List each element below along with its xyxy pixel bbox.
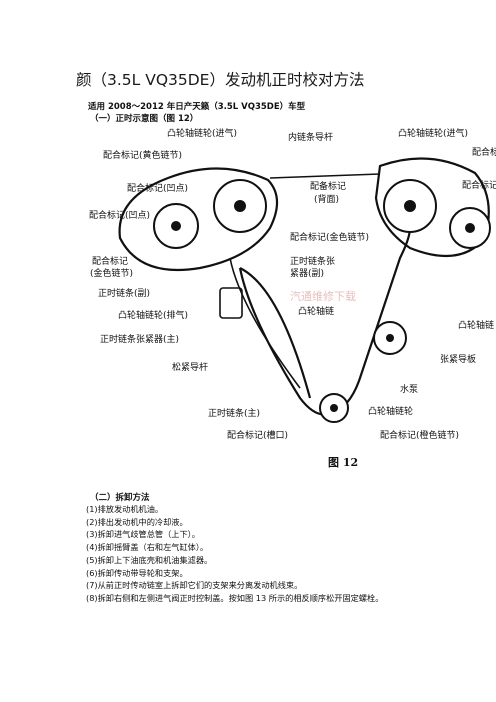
timing-diagram: 汽通维修下载 凸轮轴链轮(进气) 内链条导杆 凸轮轴链轮(进气) 配合标记(黄色… xyxy=(89,127,496,469)
label-tensioner-sub2: 紧器(副) xyxy=(290,268,324,279)
label-cam-sprocket-exhaust: 凸轮轴链轮(排气) xyxy=(118,309,188,321)
step-item: (4)拆卸摇臂盖（右和左气缸体）。 xyxy=(86,542,209,553)
label-cam-sprocket-bottom: 凸轮轴链轮 xyxy=(368,405,413,417)
main-chain xyxy=(238,227,412,416)
section-heading-diagram: （一）正时示意图（图 12） xyxy=(90,114,199,124)
label-cam-shaft-right: 凸轮轴链 xyxy=(458,319,494,331)
label-inner-chain-guide: 内链条导杆 xyxy=(288,131,333,143)
label-crank-sprocket: 凸轮轴链 xyxy=(298,305,334,317)
inner-chain-guide xyxy=(269,173,381,179)
label-mark-spare-back: (背面) xyxy=(314,193,339,205)
step-item: (2)排出发动机中的冷却液。 xyxy=(86,516,188,527)
label-cam-sprocket-intake-right: 凸轮轴链轮(进气) xyxy=(398,127,468,139)
upper-chain-left xyxy=(118,167,279,272)
label-mark-gold-center: 配合标记(金色链节) xyxy=(290,231,369,243)
label-chain-main: 正时链条(主) xyxy=(208,407,260,419)
label-mark-right-top: 配合标 xyxy=(472,146,496,158)
label-water-pump: 水泵 xyxy=(400,383,418,395)
label-mark-orange: 配合标记(橙色链节) xyxy=(380,429,459,441)
label-mark-groove: 配合标记(槽口) xyxy=(227,429,288,441)
step-item: (8)拆卸右侧和左侧进气阀正时控制盖。按如图 13 所示的相反顺序松开固定螺栓。 xyxy=(86,592,384,603)
step-item: (5)拆卸上下油底壳和机油集滤器。 xyxy=(86,554,213,565)
label-slack-guide: 松紧导杆 xyxy=(172,361,208,373)
applicability-note: 适用 2008～2012 年日产天籁（3.5L VQ35DE）车型 xyxy=(88,102,306,112)
label-mark-gold-left1: 配合标记 xyxy=(92,255,128,267)
removal-steps: (1)排放发动机机油。 (2)排出发动机中的冷却液。 (3)拆卸进气歧管总管（上… xyxy=(86,503,383,605)
section-heading-removal: （二）拆卸方法 xyxy=(90,493,150,503)
label-tension-guide: 张紧导板 xyxy=(440,353,476,365)
tension-guide xyxy=(229,257,301,389)
label-mark-gold-left2: (金色链节) xyxy=(90,267,133,279)
label-tensioner-sub1: 正时链条张 xyxy=(290,255,335,267)
label-tensioner-main: 正时链条张紧器(主) xyxy=(100,333,179,345)
label-cam-sprocket-intake-left: 凸轮轴链轮(进气) xyxy=(167,127,237,139)
step-item: (7)从前正时传动链室上拆卸它们的支架来分离发动机线束。 xyxy=(86,580,303,591)
tensioner-main xyxy=(219,287,243,319)
label-mark-notch2: 配合标记(凹点) xyxy=(89,209,150,221)
step-item: (3)拆卸进气歧管总管（上下）。 xyxy=(86,529,200,540)
watermark: 汽通维修下载 xyxy=(290,289,356,303)
label-mark-notch1: 配合标记(凹点) xyxy=(127,182,188,194)
page-title: 颜（3.5L VQ35DE）发动机正时校对方法 xyxy=(76,71,365,89)
label-chain-sub: 正时链条(副) xyxy=(98,287,150,299)
label-mark-spare: 配备标记 xyxy=(310,180,346,192)
figure-caption: 图 12 xyxy=(328,456,358,469)
label-mark-right-mid: 配合标记 xyxy=(462,179,496,191)
label-mark-yellow: 配合标记(黄色链节) xyxy=(103,149,182,161)
step-item: (1)排放发动机机油。 xyxy=(86,504,164,514)
step-item: (6)拆卸传动带导轮和支架。 xyxy=(86,567,188,578)
